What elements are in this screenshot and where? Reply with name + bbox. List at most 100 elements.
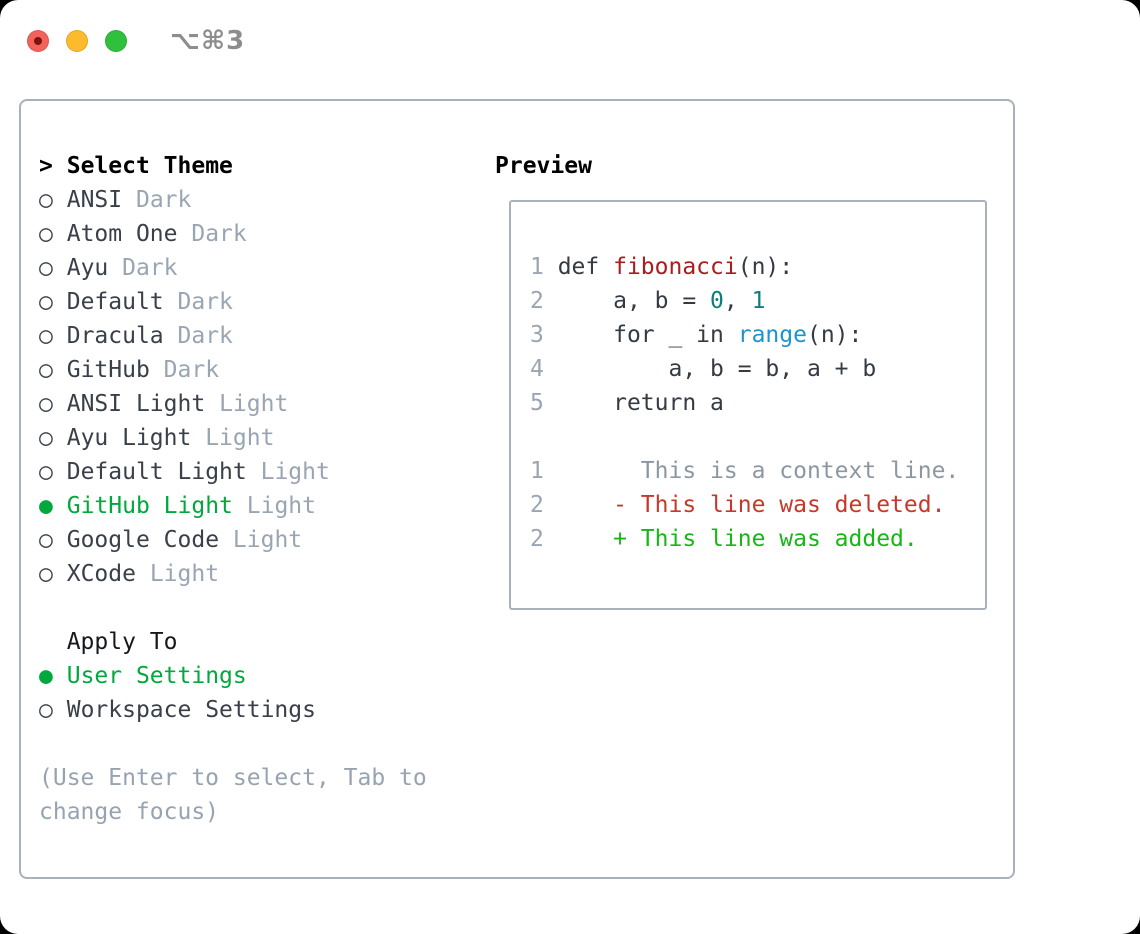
- apply-to-option[interactable]: ○ Workspace Settings: [39, 693, 495, 727]
- theme-item[interactable]: ○ Atom One Dark: [39, 217, 495, 251]
- theme-name: Default: [66, 289, 164, 315]
- code-segment-builtin: range: [737, 322, 807, 348]
- code-line: 3 for _ in range(n):: [530, 318, 977, 352]
- code-line: [530, 420, 977, 454]
- hint-text-line: change focus): [39, 799, 220, 825]
- theme-item[interactable]: ● GitHub Light Light: [39, 489, 495, 523]
- theme-variant: Dark: [122, 255, 178, 281]
- theme-item[interactable]: ○ Dracula Dark: [39, 319, 495, 353]
- theme-name: XCode: [66, 561, 136, 587]
- apply-option-label: Workspace Settings: [66, 697, 316, 723]
- code-segment-plain: return a: [557, 390, 724, 416]
- line-number: 3: [530, 322, 558, 348]
- code-segment-context: This is a context line.: [557, 458, 960, 484]
- radio-unselected-icon: ○: [39, 527, 53, 553]
- line-number: 5: [530, 390, 558, 416]
- code-segment-plain: (n):: [737, 254, 794, 280]
- radio-unselected-icon: ○: [39, 255, 53, 281]
- prompt-caret-icon: >: [39, 153, 53, 179]
- line-number: 4: [530, 356, 558, 382]
- theme-variant: Dark: [191, 221, 247, 247]
- close-button[interactable]: [27, 30, 49, 52]
- theme-name: ANSI: [66, 187, 123, 213]
- theme-variant: Light: [232, 527, 303, 553]
- line-number: 1: [530, 458, 558, 484]
- theme-item[interactable]: ○ Default Dark: [39, 285, 495, 319]
- preview-column: Preview 1 def fibonacci(n):2 a, b = 0, 1…: [495, 149, 1013, 877]
- radio-unselected-icon: ○: [39, 289, 53, 315]
- theme-variant: Light: [246, 493, 316, 519]
- theme-item[interactable]: ○ Google Code Light: [39, 523, 495, 557]
- code-line: 2 a, b = 0, 1: [530, 284, 977, 318]
- close-button-dot: [34, 37, 42, 45]
- theme-name: Atom One: [66, 221, 178, 247]
- radio-unselected-icon: ○: [39, 323, 53, 349]
- theme-picker-panel: > Select Theme ○ ANSI Dark○ Atom One Dar…: [19, 99, 1015, 879]
- code-line: 1 This is a context line.: [530, 454, 977, 488]
- code-line: 2 + This line was added.: [530, 522, 977, 556]
- code-segment-plain: def: [557, 254, 614, 280]
- minimize-button[interactable]: [66, 30, 88, 52]
- apply-to-options: ● User Settings○ Workspace Settings: [39, 659, 495, 727]
- theme-item[interactable]: ○ ANSI Light Light: [39, 387, 495, 421]
- theme-variant: Light: [149, 561, 220, 587]
- radio-unselected-icon: ○: [39, 697, 53, 723]
- theme-variant: Dark: [177, 323, 233, 349]
- theme-variant: Light: [205, 425, 275, 451]
- maximize-button[interactable]: [105, 30, 127, 52]
- code-segment-deleted: - This line was deleted.: [557, 492, 946, 518]
- radio-unselected-icon: ○: [39, 459, 53, 485]
- spacer: [39, 727, 495, 761]
- theme-item[interactable]: ○ GitHub Dark: [39, 353, 495, 387]
- code-segment-plain: a, b = b, a + b: [557, 356, 877, 382]
- code-line: 5 return a: [530, 386, 977, 420]
- radio-selected-icon: ●: [39, 663, 53, 689]
- hint-text-line: (Use Enter to select, Tab to: [39, 765, 427, 791]
- code-segment-plain: a, b =: [557, 288, 711, 314]
- theme-variant: Dark: [177, 289, 233, 315]
- line-number: 2: [530, 288, 558, 314]
- theme-name: Google Code: [66, 527, 220, 553]
- line-number: 1: [530, 254, 558, 280]
- theme-name: Ayu Light: [66, 425, 192, 451]
- select-theme-header-label: Select Theme: [66, 153, 233, 179]
- radio-unselected-icon: ○: [39, 187, 53, 213]
- radio-unselected-icon: ○: [39, 391, 53, 417]
- theme-name: Dracula: [66, 323, 164, 349]
- preview-header-label: Preview: [495, 153, 592, 179]
- theme-name: GitHub: [66, 357, 150, 383]
- theme-name: GitHub Light: [66, 493, 233, 519]
- radio-unselected-icon: ○: [39, 425, 53, 451]
- theme-list: ○ ANSI Dark○ Atom One Dark○ Ayu Dark○ De…: [39, 183, 495, 591]
- code-segment-added: + This line was added.: [557, 526, 918, 552]
- theme-item[interactable]: ○ ANSI Dark: [39, 183, 495, 217]
- radio-unselected-icon: ○: [39, 561, 53, 587]
- theme-name: ANSI Light: [66, 391, 206, 417]
- theme-variant: Light: [260, 459, 330, 485]
- code-line: 1 def fibonacci(n):: [530, 250, 977, 284]
- theme-variant: Dark: [163, 357, 220, 383]
- line-number: 2: [530, 492, 558, 518]
- apply-to-header-label: Apply To: [66, 629, 178, 655]
- code-line: 2 - This line was deleted.: [530, 488, 977, 522]
- code-segment-number: 0: [710, 288, 724, 314]
- apply-to-option[interactable]: ● User Settings: [39, 659, 495, 693]
- apply-option-label: User Settings: [66, 663, 247, 689]
- theme-item[interactable]: ○ Default Light Light: [39, 455, 495, 489]
- code-segment-function: fibonacci: [613, 254, 738, 280]
- apply-to-header: Apply To: [39, 625, 495, 659]
- titlebar: ⌥⌘3: [27, 26, 245, 56]
- theme-name: Default Light: [66, 459, 247, 485]
- theme-item[interactable]: ○ XCode Light: [39, 557, 495, 591]
- select-theme-header: > Select Theme: [39, 149, 495, 183]
- code-line: 4 a, b = b, a + b: [530, 352, 977, 386]
- theme-item[interactable]: ○ Ayu Dark: [39, 251, 495, 285]
- window-title: ⌥⌘3: [170, 26, 246, 56]
- theme-item[interactable]: ○ Ayu Light Light: [39, 421, 495, 455]
- preview-header: Preview: [495, 149, 1013, 183]
- radio-unselected-icon: ○: [39, 221, 53, 247]
- spacer: [39, 591, 495, 625]
- theme-name: Ayu: [66, 255, 109, 281]
